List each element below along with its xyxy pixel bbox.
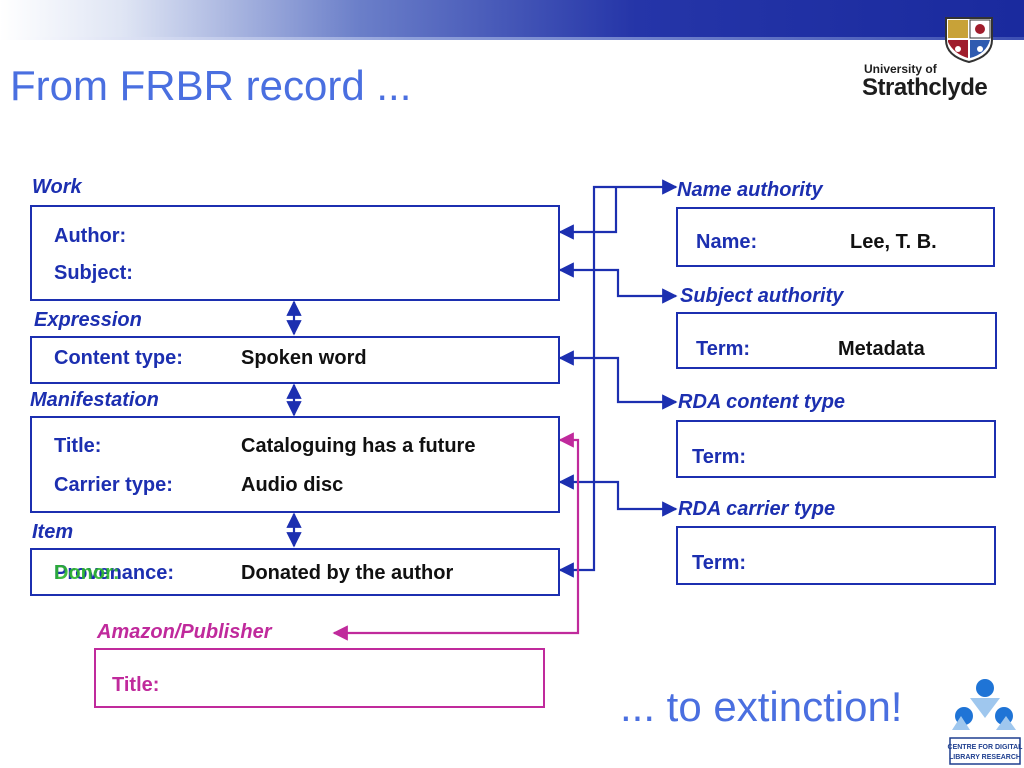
provenance-label: Provenance: xyxy=(54,562,175,584)
subject-authority-link xyxy=(558,262,678,304)
name-field-value: Lee, T. B. xyxy=(850,231,937,253)
university-name-small: University of xyxy=(864,62,937,76)
manifestation-label: Manifestation xyxy=(30,389,159,411)
name-authority-label: Name authority xyxy=(677,179,823,201)
conclusion-text: ... to extinction! xyxy=(620,683,903,730)
content-type-label: Content type: xyxy=(54,347,183,369)
content-type-link xyxy=(558,350,678,410)
amazon-link xyxy=(332,432,580,641)
subject-label: Subject: xyxy=(54,262,133,284)
expression-box: Content type: Spoken word xyxy=(30,336,560,384)
rda-carrier-type-box: Term: xyxy=(676,526,996,585)
amazon-title-label: Title: xyxy=(112,674,160,696)
provenance-value: Donated by the author xyxy=(241,562,454,584)
expression-label: Expression xyxy=(34,309,142,331)
title-value: Cataloguing has a future xyxy=(241,435,476,457)
carrier-type-link xyxy=(558,474,678,517)
subject-term-value: Metadata xyxy=(838,338,925,360)
name-field-label: Name: xyxy=(696,231,758,253)
name-authority-box: Name: Lee, T. B. xyxy=(676,207,995,267)
university-logo: University of Strathclyde xyxy=(860,10,1000,101)
slide-title: From FRBR record ... xyxy=(10,62,412,109)
donor-label: Donor: xyxy=(54,562,120,584)
author-label: Author: xyxy=(54,225,127,247)
crest-icon xyxy=(945,17,993,64)
carrier-term-label: Term: xyxy=(692,552,747,574)
content-term-label: Term: xyxy=(692,446,747,468)
subject-authority-label: Subject authority xyxy=(680,285,844,307)
manifestation-box: Title: Cataloguing has a future Carrier … xyxy=(30,416,560,513)
item-box: Provenance: Donor: Donated by the author xyxy=(30,548,560,596)
subject-authority-box: Term: Metadata xyxy=(676,312,997,369)
rda-content-type-label: RDA content type xyxy=(678,391,846,413)
carrier-type-value: Audio disc xyxy=(241,474,344,496)
rda-carrier-type-label: RDA carrier type xyxy=(678,498,836,520)
title-label: Title: xyxy=(54,435,102,457)
subject-term-label: Term: xyxy=(696,338,751,360)
content-type-value: Spoken word xyxy=(241,347,367,369)
work-box: Author: Subject: xyxy=(30,205,560,301)
cdlr-line2: LIBRARY RESEARCH xyxy=(949,754,1021,761)
work-label: Work xyxy=(32,176,82,198)
rda-content-type-box: Term: xyxy=(676,420,996,478)
amazon-publisher-label: Amazon/Publisher xyxy=(97,621,272,643)
carrier-type-label: Carrier type: xyxy=(54,474,173,496)
name-authority-author-link xyxy=(558,187,618,240)
item-label: Item xyxy=(32,521,74,543)
amazon-publisher-box: Title: xyxy=(94,648,545,708)
cdlr-logo-icon: CENTRE FOR DIGITAL LIBRARY RESEARCH xyxy=(946,676,1024,768)
cdlr-line1: CENTRE FOR DIGITAL xyxy=(948,744,1024,751)
top-banner xyxy=(0,0,1024,40)
university-name-large: Strathclyde xyxy=(862,74,988,101)
